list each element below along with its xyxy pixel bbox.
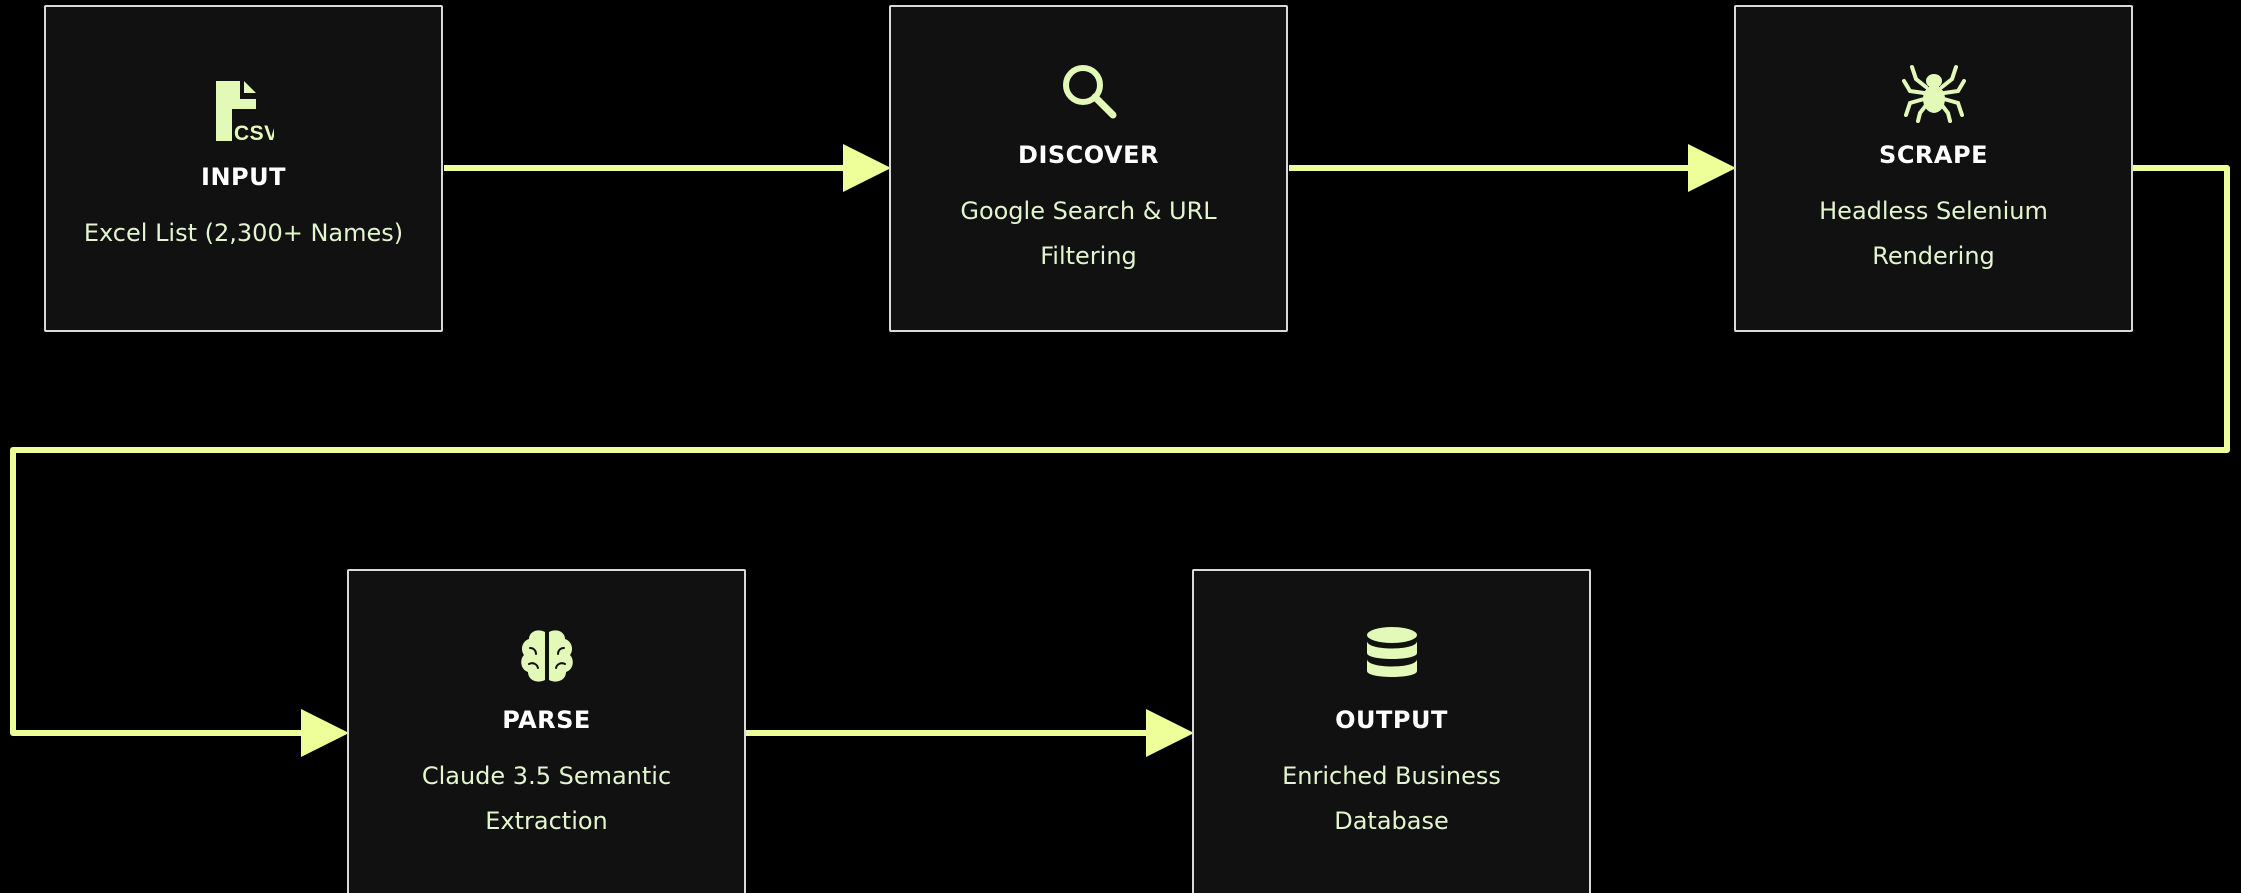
search-icon xyxy=(1057,59,1121,123)
node-title: OUTPUT xyxy=(1335,706,1448,734)
database-icon xyxy=(1360,624,1424,688)
node-title: SCRAPE xyxy=(1879,140,1988,169)
node-input: CSV INPUT Excel List (2,300+ Names) xyxy=(44,5,443,332)
svg-text:CSV: CSV xyxy=(234,122,274,145)
node-scrape: SCRAPE Headless Selenium Rendering xyxy=(1734,5,2133,332)
node-description: Google Search & URL Filtering xyxy=(960,196,1217,270)
node-title: PARSE xyxy=(502,706,591,734)
node-title: INPUT xyxy=(201,163,286,191)
csv-file-icon: CSV xyxy=(212,81,276,145)
spider-icon xyxy=(1901,59,1966,123)
node-title: DISCOVER xyxy=(1018,140,1159,169)
node-description: Headless Selenium Rendering xyxy=(1819,196,2048,270)
node-parse: PARSE Claude 3.5 Semantic Extraction xyxy=(347,569,746,893)
node-description: Excel List (2,300+ Names) xyxy=(83,219,404,247)
node-discover: DISCOVER Google Search & URL Filtering xyxy=(889,5,1288,332)
edge-scrape-parse xyxy=(10,165,2230,757)
node-description: Enriched Business Database xyxy=(1282,762,1501,835)
node-description: Claude 3.5 Semantic Extraction xyxy=(421,762,672,835)
brain-icon xyxy=(515,624,579,688)
node-output: OUTPUT Enriched Business Database xyxy=(1192,569,1591,893)
